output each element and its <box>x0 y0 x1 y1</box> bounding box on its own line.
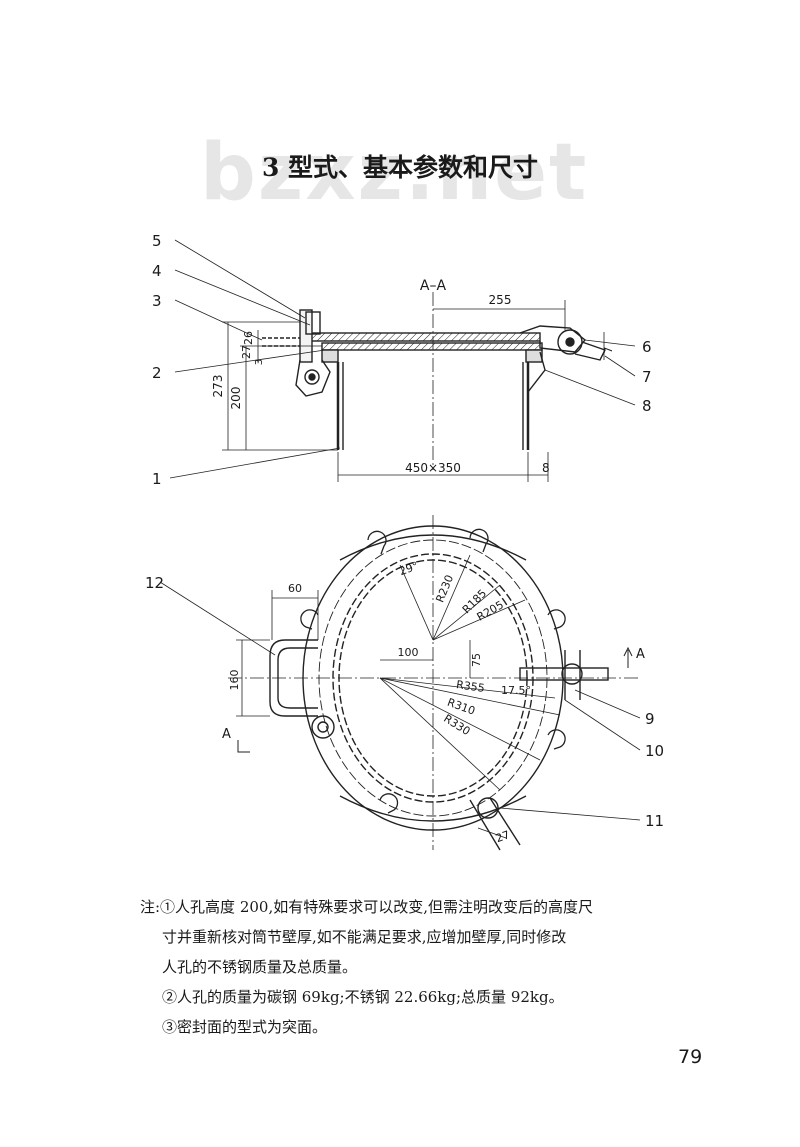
watermark: bzxz.net <box>200 128 589 218</box>
note-line: ②人孔的质量为碳钢 69kg;不锈钢 22.66kg;总质量 92kg。 <box>162 988 564 1006</box>
part-label: 8 <box>642 397 652 415</box>
dim-255: 255 <box>489 293 512 307</box>
dim-450x350: 450×350 <box>405 461 461 475</box>
part-label: 2 <box>152 364 162 382</box>
section-mark-right: A <box>636 647 645 662</box>
dim-160: 160 <box>228 670 241 691</box>
section-view <box>169 239 636 482</box>
part-label: 12 <box>145 574 164 592</box>
part-label: 5 <box>152 232 162 250</box>
note-line: 寸并重新核对筒节壁厚,如不能满足要求,应增加壁厚,同时修改 <box>162 928 567 946</box>
section-label: A–A <box>420 278 447 294</box>
notes: 注:①人孔高度 200,如有特殊要求可以改变,但需注明改变后的高度尺 寸并重新核… <box>140 892 720 1042</box>
dim-200: 200 <box>229 387 243 410</box>
part-label: 4 <box>152 262 162 280</box>
note-line: 注:①人孔高度 200,如有特殊要求可以改变,但需注明改变后的高度尺 <box>140 898 593 916</box>
dim-7: 7 <box>602 347 615 354</box>
section-heading: 3 型式、基本参数和尺寸 <box>261 153 539 182</box>
dim-75: 75 <box>470 653 483 667</box>
page-number: 79 <box>678 1046 703 1068</box>
radius-230: R230 <box>433 573 456 604</box>
part-label: 7 <box>642 368 652 386</box>
part-label: 10 <box>645 742 664 760</box>
dim-27-bolt: 27 <box>494 828 512 845</box>
radius-355: R355 <box>455 678 485 695</box>
dim-60: 60 <box>288 582 302 595</box>
angle-29: 29° <box>397 559 420 578</box>
dim-27: 27 <box>240 345 253 359</box>
section-mark-left: A <box>222 727 231 742</box>
note-line: ③密封面的型式为突面。 <box>162 1018 328 1036</box>
dim-3: 3 <box>254 359 265 365</box>
part-label: 1 <box>152 470 162 488</box>
dim-26: 26 <box>242 331 255 345</box>
plan-part-numbers: 12 9 10 11 A A <box>145 574 664 830</box>
plan-dimensions: 60 160 100 75 R230 R185 R205 R355 R310 R… <box>228 559 531 845</box>
plan-view <box>159 515 641 851</box>
part-label: 3 <box>152 292 162 310</box>
note-line: 人孔的不锈钢质量及总质量。 <box>162 958 358 976</box>
dim-273: 273 <box>211 375 225 398</box>
angle-17-5: 17.5° <box>501 684 531 697</box>
part-label: 9 <box>645 710 655 728</box>
part-label: 11 <box>645 812 664 830</box>
section-part-numbers: 5 4 3 2 1 6 7 8 <box>152 232 652 488</box>
dim-100: 100 <box>398 646 419 659</box>
dim-8: 8 <box>542 461 550 475</box>
part-label: 6 <box>642 338 652 356</box>
